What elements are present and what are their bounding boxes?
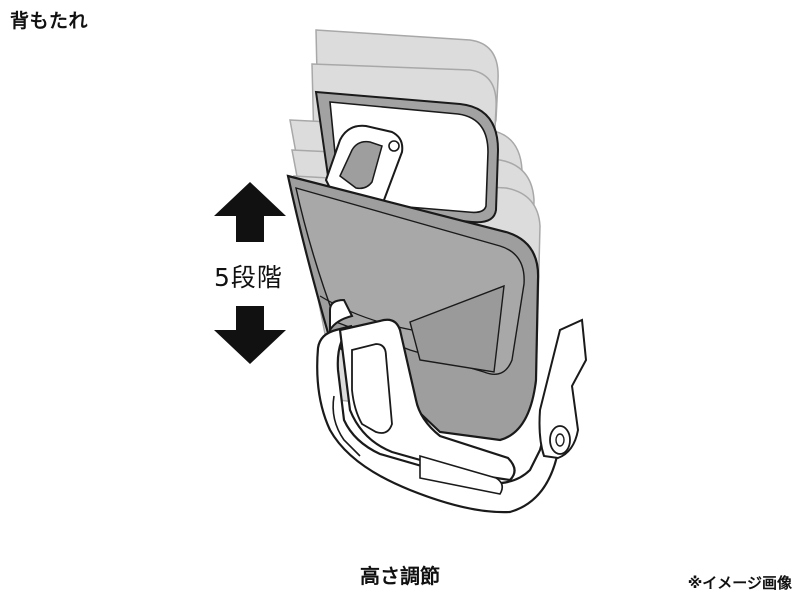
page-title: 背もたれ	[10, 10, 89, 32]
adjustment-steps-label: 5段階	[214, 263, 283, 292]
chair-frame	[316, 298, 588, 514]
image-note: ※イメージ画像	[687, 574, 792, 592]
figure-caption: 高さ調節	[360, 564, 440, 588]
arrow-down-icon	[214, 306, 286, 364]
arrow-up-icon	[214, 182, 286, 242]
